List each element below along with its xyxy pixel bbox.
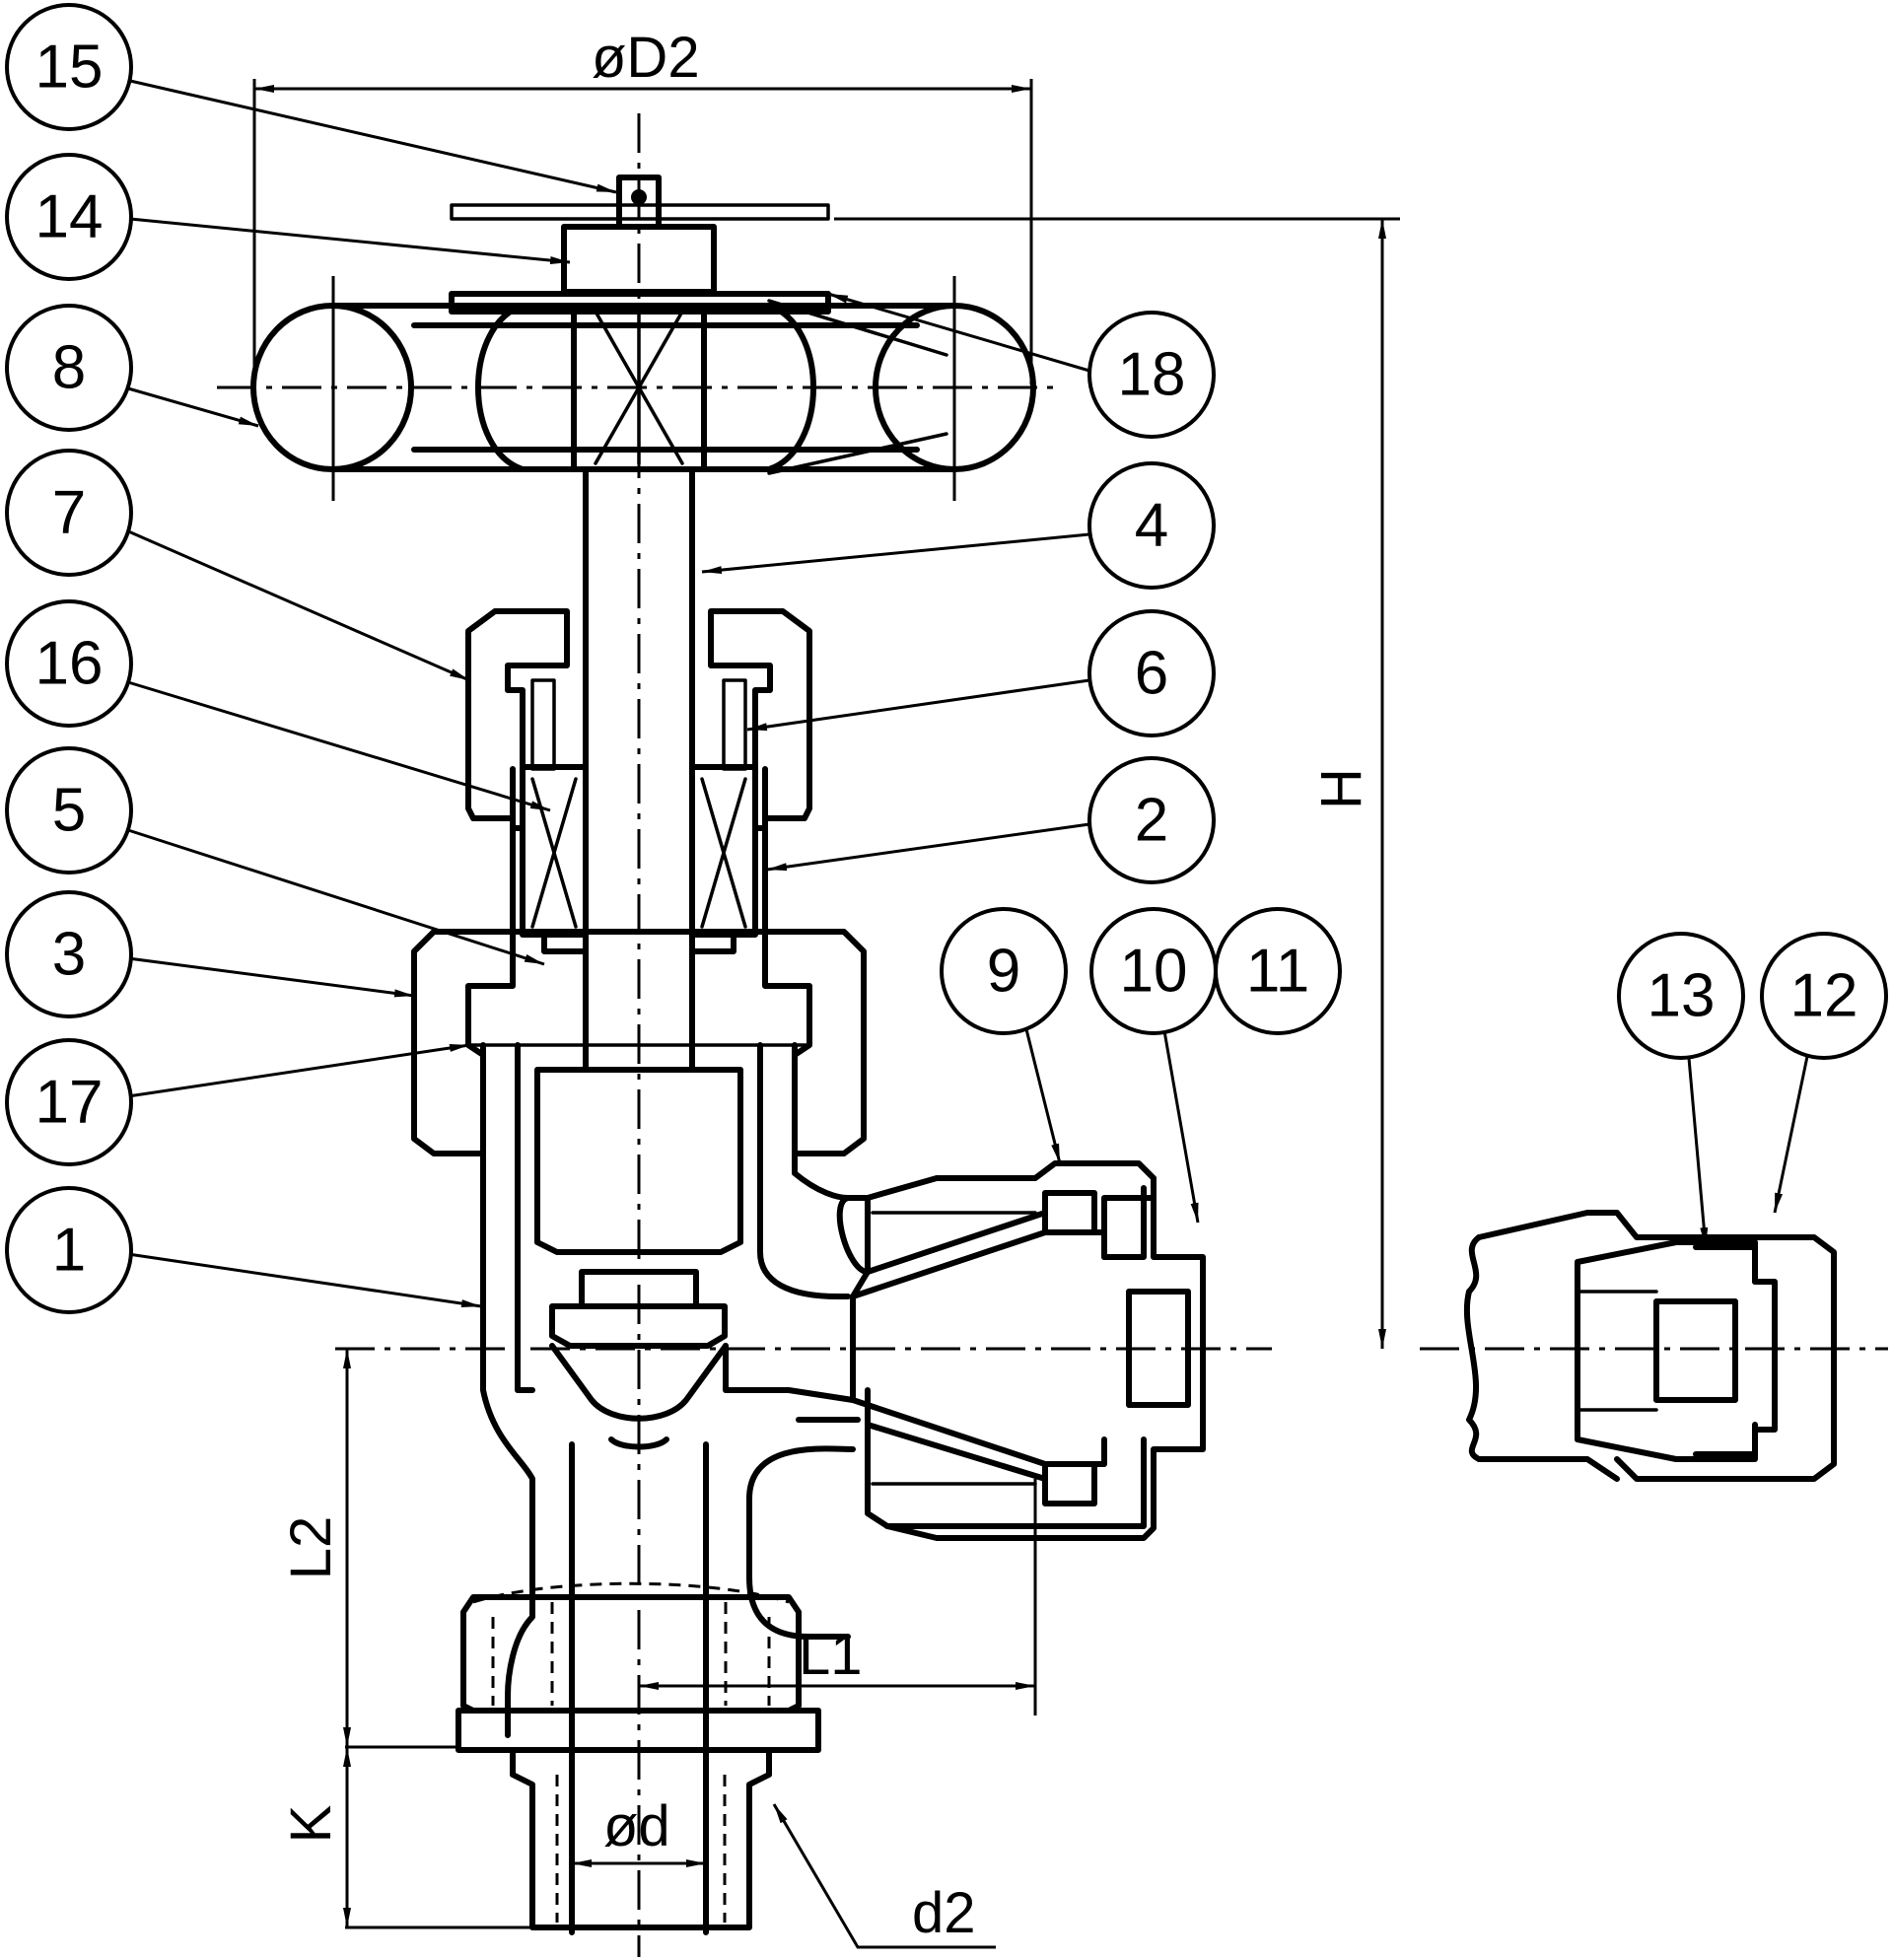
svg-text:16: 16 <box>35 630 104 698</box>
dim-d2-diameter: øD2 <box>592 26 700 90</box>
svg-text:13: 13 <box>1648 962 1716 1030</box>
svg-text:12: 12 <box>1790 962 1858 1030</box>
bottom-connector <box>456 1581 821 1930</box>
balloon-15: 15 <box>5 3 133 131</box>
balloon-8: 8 <box>5 304 133 432</box>
balloon-6: 6 <box>1087 609 1216 737</box>
side-outlet <box>836 1160 1206 1541</box>
balloon-4: 4 <box>1087 461 1216 590</box>
balloon-1: 1 <box>5 1186 133 1314</box>
balloon-9: 9 <box>940 907 1068 1035</box>
dim-d2-thread: d2 <box>912 1881 976 1945</box>
balloon-18: 18 <box>1087 311 1216 439</box>
svg-text:8: 8 <box>52 334 86 402</box>
leader-lines <box>125 79 1811 1308</box>
detail-view <box>1463 1210 1837 1482</box>
balloon-2: 2 <box>1087 756 1216 884</box>
svg-text:6: 6 <box>1135 640 1168 708</box>
balloon-16: 16 <box>5 599 133 728</box>
balloon-13: 13 <box>1617 932 1745 1060</box>
svg-text:3: 3 <box>52 921 86 989</box>
balloon-3: 3 <box>5 890 133 1018</box>
dim-h: H <box>1309 768 1373 809</box>
svg-text:10: 10 <box>1120 938 1188 1006</box>
svg-text:9: 9 <box>987 938 1020 1006</box>
svg-text:11: 11 <box>1246 938 1309 1006</box>
svg-text:17: 17 <box>35 1069 104 1137</box>
dim-l1: L1 <box>799 1623 863 1687</box>
svg-text:7: 7 <box>52 479 86 547</box>
bonnet <box>510 766 768 935</box>
stem-nut <box>450 175 830 295</box>
balloon-10: 10 <box>1089 907 1218 1035</box>
dim-d-diameter: ød <box>603 1794 670 1858</box>
svg-text:5: 5 <box>52 777 86 845</box>
dimension-labels: øD2 H L1 L2 K ød d2 <box>279 26 1373 1945</box>
balloon-5: 5 <box>5 746 133 875</box>
svg-text:18: 18 <box>1118 341 1186 409</box>
balloon-17: 17 <box>5 1038 133 1166</box>
dimension-lines <box>252 79 1400 1949</box>
dim-l2: L2 <box>279 1516 343 1580</box>
balloon-14: 14 <box>5 153 133 281</box>
balloon-11: 11 <box>1214 907 1342 1035</box>
svg-text:4: 4 <box>1135 492 1168 560</box>
handwheel <box>250 276 1036 501</box>
svg-text:2: 2 <box>1135 787 1168 855</box>
balloon-12: 12 <box>1760 932 1888 1060</box>
balloon-7: 7 <box>5 449 133 577</box>
dim-k: K <box>279 1804 343 1843</box>
svg-text:14: 14 <box>35 183 104 251</box>
body <box>480 1042 871 1935</box>
svg-text:1: 1 <box>52 1217 86 1285</box>
svg-text:15: 15 <box>35 34 104 102</box>
